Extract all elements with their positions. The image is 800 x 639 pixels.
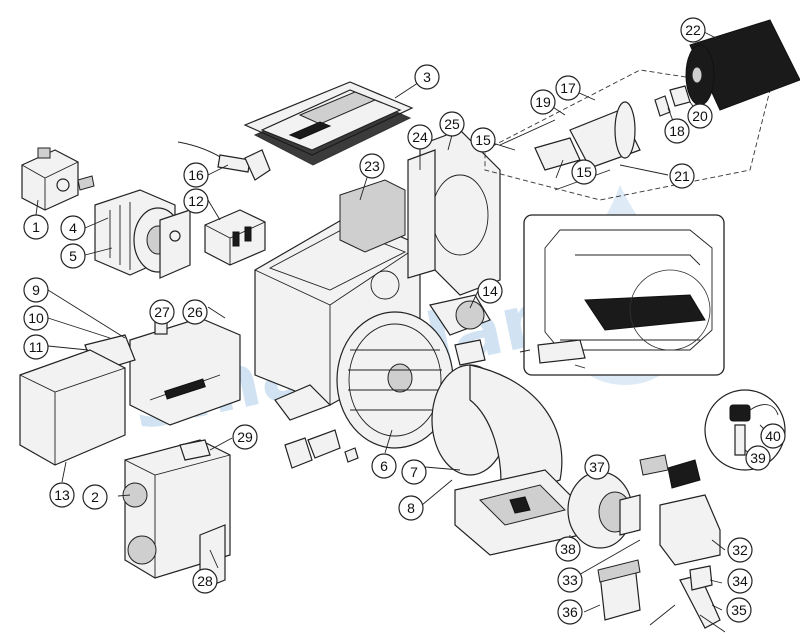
callout-10: 10 xyxy=(23,305,49,331)
callout-15b: 15 xyxy=(571,159,597,185)
callout-25: 25 xyxy=(439,111,465,137)
callout-label: 24 xyxy=(412,129,428,145)
callout-label: 26 xyxy=(187,304,203,320)
callout-label: 14 xyxy=(482,283,498,299)
callout-18: 18 xyxy=(664,118,690,144)
callout-label: 22 xyxy=(685,22,701,38)
callout-6: 6 xyxy=(371,453,397,479)
callout-label: 33 xyxy=(562,572,578,588)
callout-label: 38 xyxy=(560,541,576,557)
callout-26: 26 xyxy=(182,299,208,325)
callout-label: 16 xyxy=(188,167,204,183)
callout-39: 39 xyxy=(745,445,771,471)
inset-detail-box xyxy=(519,214,725,376)
gas-valve-part xyxy=(122,439,231,591)
callout-3: 3 xyxy=(414,64,440,90)
callout-label: 15 xyxy=(475,132,491,148)
callout-13: 13 xyxy=(49,482,75,508)
callout-label: 12 xyxy=(188,193,204,209)
junction-box-part xyxy=(21,147,95,211)
callout-37: 37 xyxy=(584,454,610,480)
callout-21: 21 xyxy=(669,163,695,189)
callout-label: 34 xyxy=(732,573,748,589)
callout-24: 24 xyxy=(407,124,433,150)
callout-label: 29 xyxy=(237,429,253,445)
callout-label: 7 xyxy=(410,464,418,480)
electrode-part xyxy=(177,141,271,181)
callout-7: 7 xyxy=(401,459,427,485)
callout-38: 38 xyxy=(555,536,581,562)
callout-label: 2 xyxy=(91,489,99,505)
callout-34: 34 xyxy=(727,568,753,594)
callout-20: 20 xyxy=(687,103,713,129)
callout-29: 29 xyxy=(232,424,258,450)
callout-label: 28 xyxy=(197,573,213,589)
oil-pump-line-part xyxy=(597,454,726,633)
callout-label: 37 xyxy=(589,459,605,475)
callout-label: 32 xyxy=(732,542,748,558)
motor-part xyxy=(94,189,191,279)
callout-36: 36 xyxy=(557,599,583,625)
callout-label: 8 xyxy=(407,500,415,516)
callout-label: 10 xyxy=(28,310,44,326)
callout-22: 22 xyxy=(680,17,706,43)
callout-19: 19 xyxy=(530,89,556,115)
callout-2: 2 xyxy=(82,484,108,510)
callout-label: 4 xyxy=(69,220,77,236)
callout-label: 1 xyxy=(32,219,40,235)
callout-28: 28 xyxy=(192,568,218,594)
nozzle-part xyxy=(284,429,359,469)
pump-motor-part xyxy=(567,471,641,549)
callout-16: 16 xyxy=(183,162,209,188)
callout-label: 9 xyxy=(32,282,40,298)
callout-32: 32 xyxy=(727,537,753,563)
callout-27: 27 xyxy=(149,299,175,325)
flange-plate-part xyxy=(407,129,501,296)
callout-9: 9 xyxy=(23,277,49,303)
callout-11: 11 xyxy=(23,334,49,360)
callout-label: 13 xyxy=(54,487,70,503)
cover-plate-part xyxy=(243,81,414,166)
callout-label: 15 xyxy=(576,164,592,180)
callout-17: 17 xyxy=(555,75,581,101)
callout-label: 18 xyxy=(669,123,685,139)
callout-label: 3 xyxy=(423,69,431,85)
callout-8: 8 xyxy=(398,495,424,521)
callout-label: 36 xyxy=(562,604,578,620)
callout-label: 23 xyxy=(364,158,380,174)
callout-23: 23 xyxy=(359,153,385,179)
drive-assembly-part xyxy=(484,19,800,201)
callout-12: 12 xyxy=(183,188,209,214)
fan-wheel-part xyxy=(336,311,454,449)
callout-label: 27 xyxy=(154,304,170,320)
callout-1: 1 xyxy=(23,214,49,240)
callout-label: 40 xyxy=(765,428,781,444)
callout-label: 21 xyxy=(674,168,690,184)
callout-label: 17 xyxy=(560,80,576,96)
air-inlet-part xyxy=(431,364,563,501)
callout-label: 39 xyxy=(750,450,766,466)
callout-35: 35 xyxy=(726,597,752,623)
callout-14: 14 xyxy=(477,278,503,304)
callout-label: 20 xyxy=(692,108,708,124)
callout-33: 33 xyxy=(557,567,583,593)
callout-label: 11 xyxy=(29,339,44,355)
callout-5: 5 xyxy=(60,243,86,269)
callout-40: 40 xyxy=(760,423,786,449)
callout-label: 35 xyxy=(731,602,747,618)
callout-label: 19 xyxy=(535,94,551,110)
callout-15a: 15 xyxy=(470,127,496,153)
ignition-transformer-part xyxy=(204,209,266,266)
air-box-part xyxy=(454,469,581,556)
callout-4: 4 xyxy=(60,215,86,241)
callout-label: 5 xyxy=(69,248,77,264)
damper-shaft-part xyxy=(429,294,491,366)
callout-label: 6 xyxy=(380,458,388,474)
callout-label: 25 xyxy=(444,116,460,132)
